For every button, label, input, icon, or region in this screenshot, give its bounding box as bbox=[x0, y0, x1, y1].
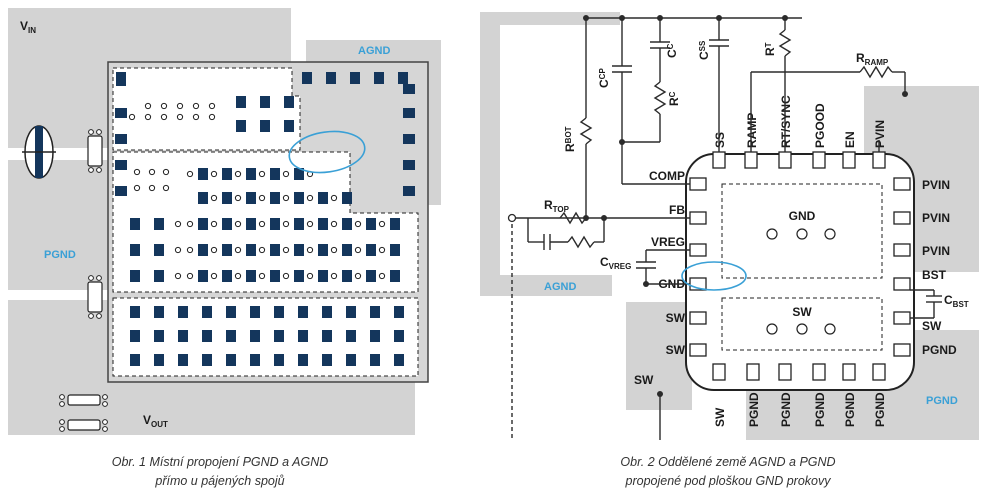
cc-label: CC bbox=[665, 43, 679, 58]
pin-vreg: VREG bbox=[651, 235, 685, 249]
vout-plane bbox=[108, 380, 415, 435]
rramp-label: RRAMP bbox=[856, 51, 889, 67]
right-pin-labels: PVIN PVIN PVIN BST SW PGND bbox=[922, 178, 957, 357]
vout-label: VOUT bbox=[143, 413, 168, 429]
agnd-region-pads bbox=[236, 96, 294, 132]
pin-pgnd-b1: PGND bbox=[747, 392, 761, 427]
sw-pad-label: SW bbox=[792, 305, 812, 319]
gnd-region-pads bbox=[130, 168, 400, 282]
ic-right-pins bbox=[893, 177, 911, 357]
pin-comp: COMP bbox=[649, 169, 685, 183]
css-label: CSS bbox=[697, 40, 711, 60]
pin-pgnd-b4: PGND bbox=[843, 392, 857, 427]
gnd-region-vias bbox=[133, 168, 386, 280]
top-pin-labels: SS RAMP RT/SYNC PGOOD EN PVIN bbox=[713, 95, 887, 148]
schematic-wires bbox=[511, 17, 942, 440]
rc-label: RC bbox=[667, 91, 681, 106]
figure2-schematic: GND SW SS RAMP RT/SYNC PGOOD EN PVIN SW bbox=[480, 12, 979, 440]
pin-pvin-r3: PVIN bbox=[922, 244, 950, 258]
cbst-label: CBST bbox=[944, 293, 969, 309]
rtop-label: RTOP bbox=[544, 198, 570, 214]
rt-label: RT bbox=[763, 42, 777, 56]
gnd-region bbox=[112, 151, 419, 293]
agnd-region-vias bbox=[128, 102, 216, 121]
pin-pgnd-b2: PGND bbox=[779, 392, 793, 427]
pin-pvin-r1: PVIN bbox=[922, 178, 950, 192]
pin-sw-l1: SW bbox=[666, 311, 686, 325]
pin-fb: FB bbox=[669, 203, 685, 217]
pin-pgood: PGOOD bbox=[813, 103, 827, 148]
ccp-label: CCP bbox=[597, 68, 611, 88]
gnd-pad-label: GND bbox=[789, 209, 816, 223]
left-pin-labels: COMP FB VREG GND SW SW bbox=[649, 169, 686, 357]
pgnd-label-fig1: PGND bbox=[44, 249, 76, 261]
pin-pgnd-b5: PGND bbox=[873, 392, 887, 427]
pin1-marker bbox=[116, 72, 126, 86]
pin-pvin-top: PVIN bbox=[873, 120, 887, 148]
pgnd-plane-fig2 bbox=[746, 385, 979, 440]
pin-pvin-r2: PVIN bbox=[922, 211, 950, 225]
component-labels: CCP CC CSS RT RRAMP RC RBOT RTOP CVREG C… bbox=[544, 40, 969, 309]
figure1-caption-line2: přímo u pájených spojů bbox=[154, 474, 284, 488]
agnd-plane-fig2 bbox=[480, 12, 620, 296]
left-pad-column bbox=[115, 108, 127, 196]
pin-ss: SS bbox=[713, 132, 727, 148]
figure2-caption-line1: Obr. 2 Oddělené země AGND a PGND bbox=[620, 455, 835, 469]
ic-bottom-pins bbox=[712, 363, 886, 381]
pin-sw-right: SW bbox=[922, 319, 942, 333]
cvreg-label: CVREG bbox=[600, 255, 631, 271]
exposed-pad-vias bbox=[766, 228, 836, 335]
pin-pgnd-right: PGND bbox=[922, 343, 957, 357]
pgnd-label-fig2: PGND bbox=[926, 395, 958, 407]
right-pad-column bbox=[403, 84, 415, 196]
pin-sw-bottom: SW bbox=[713, 407, 727, 427]
rbot-label: RBOT bbox=[563, 126, 577, 152]
vin-capacitor bbox=[22, 125, 56, 179]
gnd-via-junction-highlight bbox=[681, 261, 747, 291]
sw-label-fig2: SW bbox=[634, 373, 654, 387]
agnd-label-fig2: AGND bbox=[544, 281, 576, 293]
output-node bbox=[507, 213, 517, 223]
pin-bst: BST bbox=[922, 268, 947, 282]
pin-sw-l2: SW bbox=[666, 343, 686, 357]
figure1-caption-line1: Obr. 1 Místní propojení PGND a AGND bbox=[112, 455, 329, 469]
decoupling-caps bbox=[59, 129, 108, 432]
vin-label: VIN bbox=[20, 19, 36, 35]
pin-ramp: RAMP bbox=[745, 113, 759, 148]
pin-pgnd-b3: PGND bbox=[813, 392, 827, 427]
agnd-region bbox=[112, 67, 301, 151]
top-pad-row bbox=[302, 72, 408, 84]
figure1-layout: VIN AGND PGND VOUT bbox=[8, 8, 441, 435]
bottom-pin-labels: SW PGND PGND PGND PGND PGND bbox=[713, 392, 887, 427]
agnd-pgnd-junction-highlight bbox=[288, 130, 366, 174]
pin-en: EN bbox=[843, 131, 857, 148]
sw-region-pads bbox=[130, 306, 404, 366]
sw-exposed-pad bbox=[721, 297, 883, 351]
agnd-label-fig1: AGND bbox=[358, 45, 390, 57]
junction-dots bbox=[583, 15, 908, 397]
pin-rt-sync: RT/SYNC bbox=[779, 95, 793, 148]
figure2-caption-line2: propojené pod ploškou GND prokovy bbox=[625, 474, 832, 488]
plane-gap-2 bbox=[8, 290, 108, 300]
